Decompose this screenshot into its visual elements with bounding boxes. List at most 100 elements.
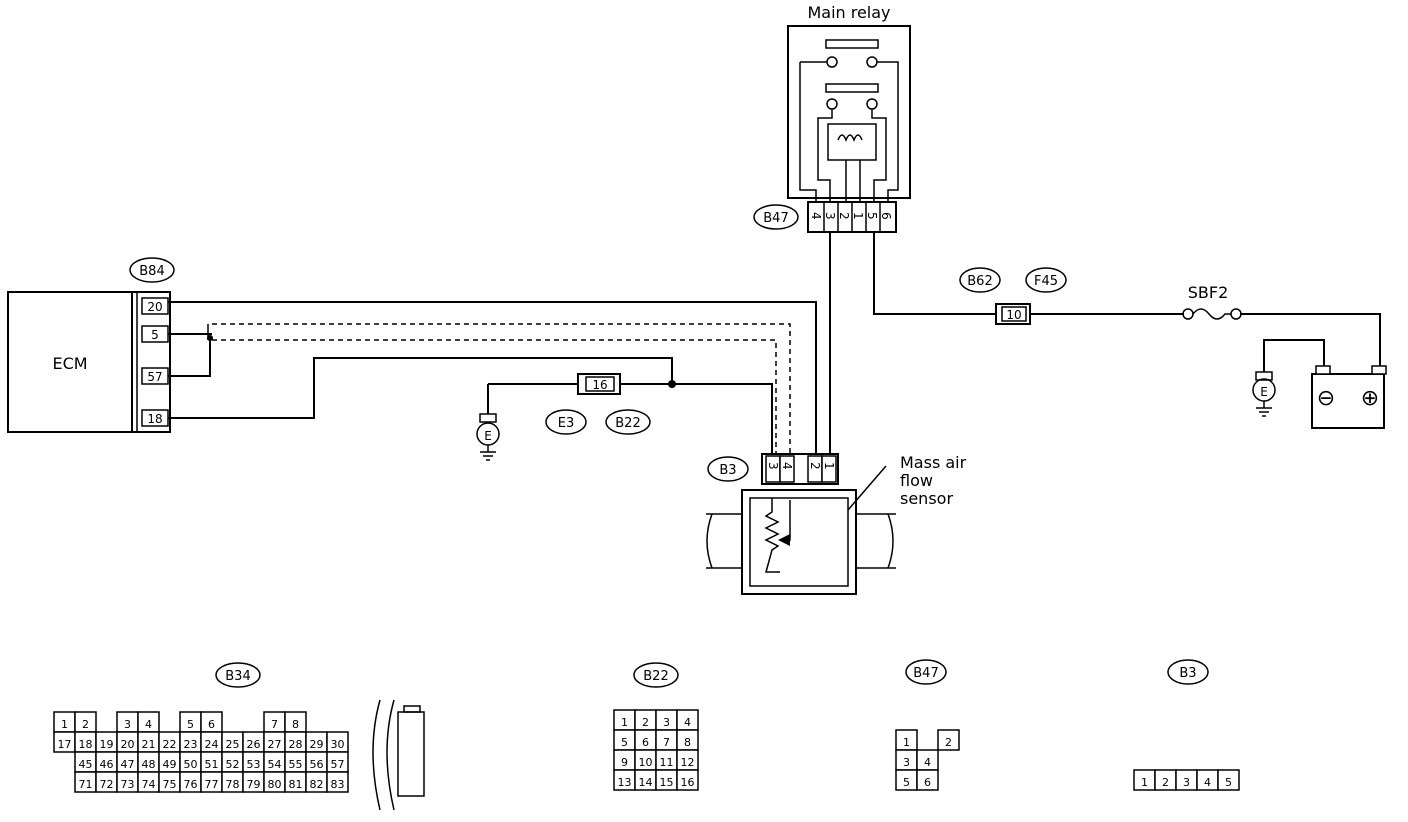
b34-grid-pin-46-label: 46 — [100, 758, 114, 771]
b34-grid-pin-5-label: 5 — [187, 718, 194, 731]
b3-pin-4: 4 — [780, 462, 794, 470]
b47-grid-pin-3-label: 3 — [903, 756, 910, 769]
ecm-unit: ECM 20 5 57 18 B84 — [7, 257, 175, 433]
b34-grid-pin-2-label: 2 — [82, 718, 89, 731]
b3-grid-pin-3-label: 3 — [1183, 776, 1190, 789]
fuse-link-icon — [1192, 308, 1231, 320]
b47-pin-6: 6 — [879, 212, 893, 220]
b47-pin-2: 2 — [837, 212, 851, 220]
b34-grid-pin-23-label: 23 — [184, 738, 198, 751]
b22-grid-pin-8-label: 8 — [684, 736, 691, 749]
b34-grid-pin-47-label: 47 — [121, 758, 135, 771]
ecm-pin-57: 57 — [147, 370, 162, 384]
b34-grid-pin-30-label: 30 — [331, 738, 345, 751]
b3-grid-pin-5-label: 5 — [1225, 776, 1232, 789]
b47-grid-pin-1-label: 1 — [903, 736, 910, 749]
b47-grid-pin-2-label: 2 — [945, 736, 952, 749]
maf-sensor-label-line2: flow — [900, 471, 933, 490]
b34-grid-pin-45-label: 45 — [79, 758, 93, 771]
b47-grid-pin-5-label: 5 — [903, 776, 910, 789]
ecm-pin-20: 20 — [147, 300, 162, 314]
b34-grid-pin-51-label: 51 — [205, 758, 219, 771]
ecm-pin-18: 18 — [147, 412, 162, 426]
joint-e3-b22: 16 E3 B22 — [545, 373, 651, 435]
b22-grid-pin-7-label: 7 — [663, 736, 670, 749]
b34-grid-pin-1-label: 1 — [61, 718, 68, 731]
main-relay-housing — [787, 25, 911, 199]
b34-grid-pin-77-label: 77 — [205, 778, 219, 791]
b47-pin-3: 3 — [823, 212, 837, 220]
b34-grid-pin-18-label: 18 — [79, 738, 93, 751]
f45-connector-label: F45 — [1034, 274, 1058, 289]
b34-grid-pin-80-label: 80 — [268, 778, 282, 791]
b34-grid-pin-55-label: 55 — [289, 758, 303, 771]
main-relay: Main relay 4 3 2 1 5 6 B47 — [753, 3, 911, 233]
b47-grid-pin-6-label: 6 — [924, 776, 931, 789]
b34-grid-pin-19-label: 19 — [100, 738, 114, 751]
b34-grid-pin-71-label: 71 — [79, 778, 93, 791]
b34-grid-pin-3-label: 3 — [124, 718, 131, 731]
battery-box — [1311, 373, 1385, 429]
ecm-pin-5: 5 — [151, 328, 159, 342]
b22-grid-pin-16-cell — [676, 769, 699, 791]
b34-grid-pin-6-label: 6 — [208, 718, 215, 731]
ground-symbol-battery: E — [1252, 371, 1276, 417]
b34-grid-pin-49-label: 49 — [163, 758, 177, 771]
b34-grid-pin-72-label: 72 — [100, 778, 114, 791]
b34-grid-pin-79-label: 79 — [247, 778, 261, 791]
ground-battery-label: E — [1260, 385, 1268, 399]
sbf2-label: SBF2 — [1188, 283, 1229, 302]
b3-connector-badge — [707, 456, 749, 482]
wire-ecm20 — [168, 301, 817, 456]
b34-grid-pin-82-label: 82 — [310, 778, 324, 791]
b34-grid-pin-56-label: 56 — [310, 758, 324, 771]
b34-grid-pin-25-label: 25 — [226, 738, 240, 751]
maf-sensor-label-line3: sensor — [900, 489, 953, 508]
b22-grid-pin-4-label: 4 — [684, 716, 691, 729]
b34-grid-pin-20-label: 20 — [121, 738, 135, 751]
b34-grid-pin-81-label: 81 — [289, 778, 303, 791]
b22-connector-label: B22 — [615, 416, 640, 431]
b34-grid-pin-22-label: 22 — [163, 738, 177, 751]
b84-connector-label: B84 — [139, 264, 164, 279]
b3-pin-1: 1 — [822, 462, 836, 470]
b22-grid-pin-6-label: 6 — [642, 736, 649, 749]
b22-grid-pin-10-label: 10 — [639, 756, 653, 769]
b34-view-badge — [215, 662, 261, 688]
b22-view-title: B22 — [643, 669, 668, 684]
b34-grid-pin-73-label: 73 — [121, 778, 135, 791]
main-relay-label: Main relay — [807, 3, 890, 22]
b34-grid-pin-17-label: 17 — [58, 738, 72, 751]
b3-pin-2: 2 — [808, 462, 822, 470]
b34-grid-pin-21-label: 21 — [142, 738, 156, 751]
wire-shield-inner — [212, 339, 777, 456]
battery-plus-icon: ⊕ — [1361, 386, 1379, 411]
ground-symbol-sensor: E — [476, 413, 500, 461]
b3-pin-3: 3 — [766, 462, 780, 470]
b47-pin-1: 1 — [851, 212, 865, 220]
joint-b62-f45: 10 B62 F45 — [959, 267, 1067, 325]
wire-ecm18 — [168, 357, 673, 419]
ecm-label: ECM — [52, 354, 87, 373]
b22-grid-pin-14-label: 14 — [639, 776, 653, 789]
e3-connector-label: E3 — [558, 416, 575, 431]
b34-grid-pin-78-label: 78 — [226, 778, 240, 791]
sensor-body — [741, 489, 857, 595]
b22-grid-pin-2-label: 2 — [642, 716, 649, 729]
ecm-box — [7, 291, 133, 433]
battery: ⊖ ⊕ — [1311, 365, 1387, 429]
b47-view-badge — [905, 659, 947, 685]
b34-grid-pin-53-label: 53 — [247, 758, 261, 771]
b34-grid-pin-27-label: 27 — [268, 738, 282, 751]
b22-grid-pin-11-label: 11 — [660, 756, 674, 769]
b47-view-title: B47 — [913, 666, 938, 681]
b34-grid-pin-74-label: 74 — [142, 778, 156, 791]
b3-grid-pin-4-label: 4 — [1204, 776, 1211, 789]
b34-grid-pin-76-label: 76 — [184, 778, 198, 791]
b34-grid-pin-29-label: 29 — [310, 738, 324, 751]
ecm-connector-block — [131, 291, 171, 433]
